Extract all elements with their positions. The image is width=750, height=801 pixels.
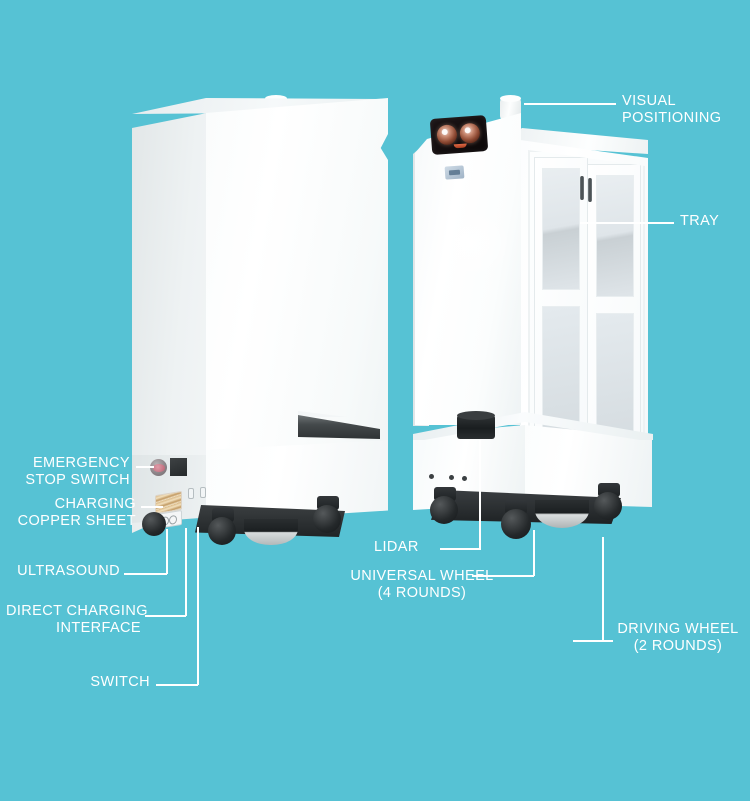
leader-line-universal-wheel-v xyxy=(533,530,535,576)
tray-glass-pane xyxy=(596,313,634,443)
label-universal-wheel: UNIVERSAL WHEEL (4 ROUNDS) xyxy=(350,568,494,601)
tray-glass-pane xyxy=(596,175,634,297)
label-switch: SWITCH xyxy=(90,674,150,690)
leader-line-ultrasound-h xyxy=(124,573,167,575)
leader-line-tray xyxy=(580,222,674,224)
left-eye-icon xyxy=(436,124,458,146)
base-indicator-dots xyxy=(429,474,477,481)
label-visual-positioning: VISUAL POSITIONING xyxy=(622,93,722,126)
robot-face-screen[interactable] xyxy=(429,114,489,156)
leader-line-universal-wheel-h xyxy=(472,575,534,577)
tray-door-frame xyxy=(528,150,645,462)
label-emergency-stop-switch: EMERGENCY STOP SWITCH xyxy=(25,455,130,488)
tray-glass-pane xyxy=(542,168,580,290)
ultrasound-sensor-icon xyxy=(188,488,194,499)
label-tray: TRAY xyxy=(680,213,720,229)
base-side-panel xyxy=(524,425,652,507)
label-charging-copper-sheet: CHARGING COPPER SHEET xyxy=(17,496,136,529)
leader-line-direct-charging-h xyxy=(145,615,186,617)
leader-line-lidar-v xyxy=(479,440,481,550)
leader-line-ultrasound-v xyxy=(166,529,168,574)
tray-glass-pane xyxy=(542,306,580,436)
lidar-sensor-icon xyxy=(457,411,495,439)
robot-rear-view xyxy=(0,0,388,560)
label-direct-charging-interface: DIRECT CHARGING INTERFACE xyxy=(6,603,148,636)
switch-icon[interactable] xyxy=(200,487,206,498)
driving-wheel-icon xyxy=(535,500,589,528)
leader-line-direct-charging-v xyxy=(185,528,187,616)
leader-line-switch-h xyxy=(156,684,198,686)
leader-line-driving-wheel-h xyxy=(573,640,613,642)
leader-line-lidar-h xyxy=(440,548,480,550)
leader-line-visual-positioning xyxy=(524,103,616,105)
robot-head-column xyxy=(415,113,521,425)
label-ultrasound: ULTRASOUND xyxy=(17,563,120,579)
leader-line-switch-v xyxy=(197,527,199,685)
tray-door-left[interactable] xyxy=(534,157,588,449)
robot-front-view xyxy=(395,0,750,570)
driving-wheel-icon xyxy=(244,519,298,545)
label-lidar: LIDAR xyxy=(374,539,419,555)
leader-line-driving-wheel-v xyxy=(602,537,604,641)
tray-door-right[interactable] xyxy=(587,164,641,456)
right-eye-icon xyxy=(459,122,481,144)
rear-dark-panel xyxy=(170,458,187,476)
door-handle-left[interactable] xyxy=(580,176,584,200)
door-handle-right[interactable] xyxy=(588,178,592,202)
label-driving-wheel: DRIVING WHEEL (2 ROUNDS) xyxy=(617,621,739,654)
emergency-stop-button-icon[interactable] xyxy=(150,459,167,476)
leader-line-emergency-stop xyxy=(136,466,154,468)
front-badge xyxy=(444,165,465,180)
leader-line-charging-copper-sheet xyxy=(141,506,163,508)
mouth-icon xyxy=(453,143,467,149)
